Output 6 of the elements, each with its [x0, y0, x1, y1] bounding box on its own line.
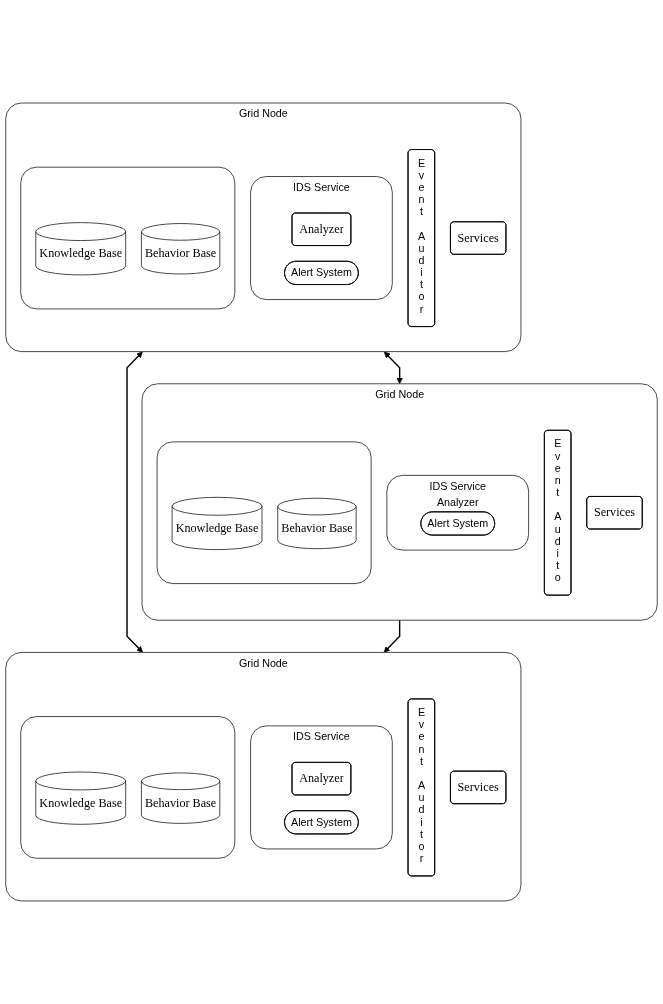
- cluster: [20, 716, 236, 859]
- arrow: [126, 351, 143, 653]
- cluster: [156, 441, 372, 584]
- cluster: [20, 166, 236, 310]
- arrow: [383, 351, 403, 385]
- arrow: [383, 619, 401, 653]
